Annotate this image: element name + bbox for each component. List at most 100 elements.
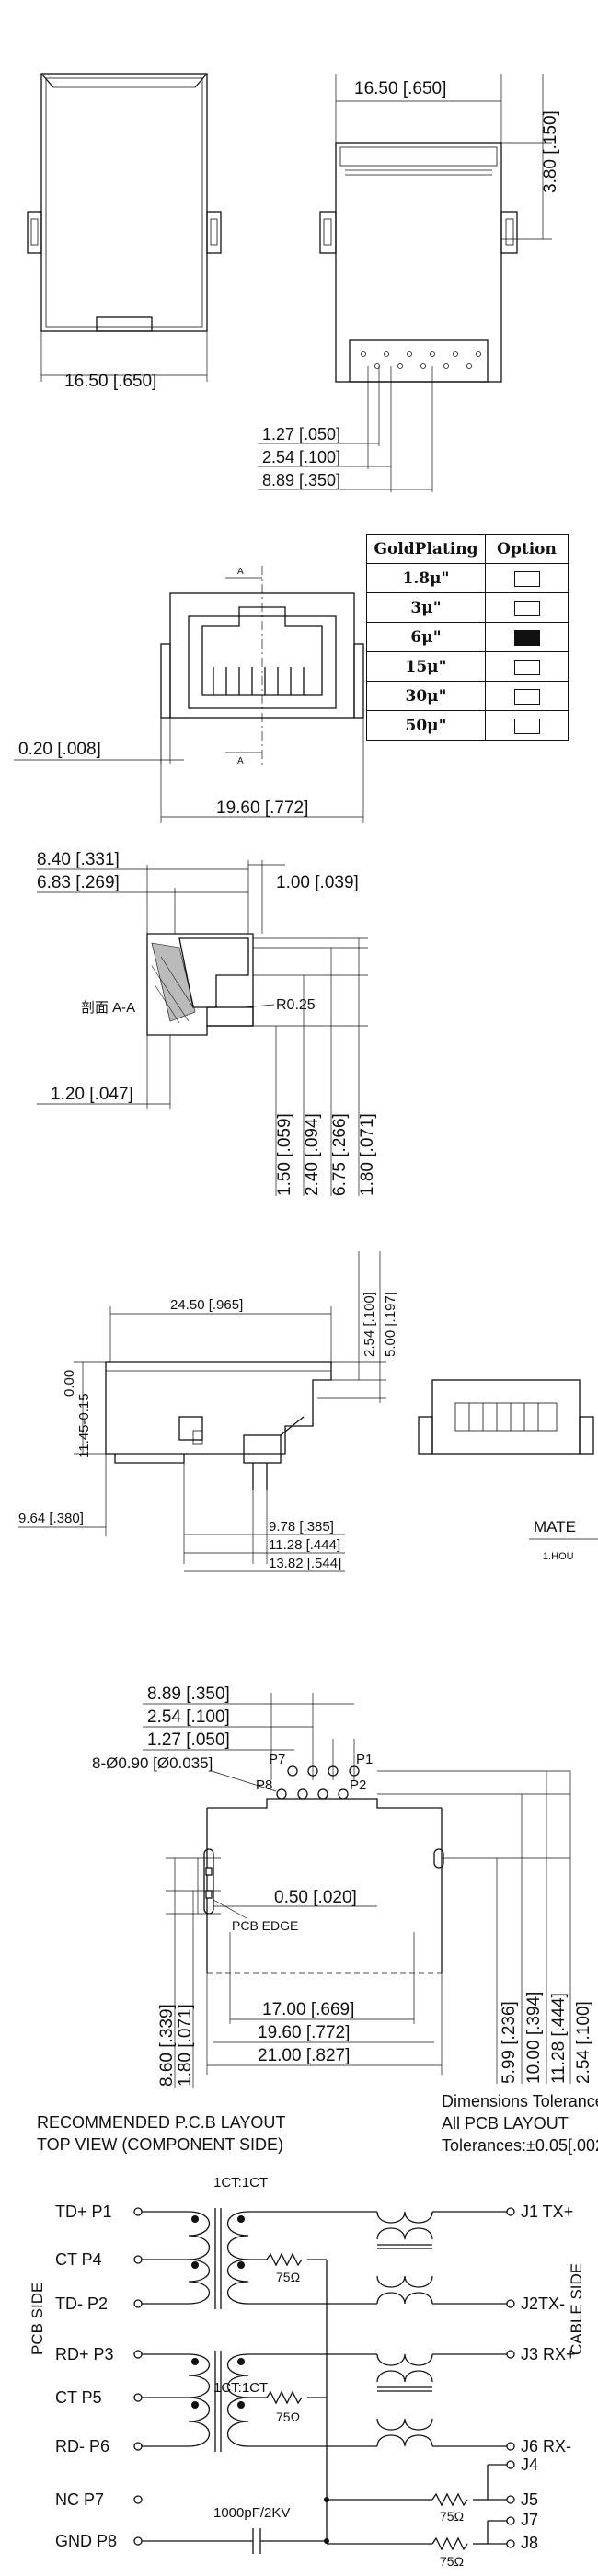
- section-v2: 2.40 [.094]: [303, 1113, 322, 1196]
- table-row: 15μ": [366, 651, 569, 682]
- right-pin-j4: J4: [521, 2455, 538, 2474]
- ratio-top: 1CT:1CT: [213, 2175, 268, 2191]
- pcb-holes: 8-Ø0.90 [Ø0.035]: [92, 1754, 213, 1772]
- table-row: 6μ": [366, 622, 569, 652]
- layout-title-1: RECOMMENDED P.C.B LAYOUT: [37, 2113, 285, 2132]
- plating-label: 15μ": [366, 651, 486, 682]
- tolerance-2: All PCB LAYOUT: [442, 2114, 569, 2133]
- side-top-view: 16.50 [.650] 3.80 [.150]: [258, 74, 560, 492]
- left-pin-ct-p4: CT P4: [55, 2250, 102, 2269]
- right-pin-j7: J7: [521, 2511, 538, 2529]
- right-pin-j2: J2TX-: [521, 2294, 565, 2313]
- plating-label: 3μ": [366, 592, 486, 623]
- pitch-2-54: 2.54 [.100]: [262, 448, 340, 466]
- resistor-j8: 75Ω: [440, 2554, 464, 2569]
- left-pin-ct-p5: CT P5: [55, 2388, 102, 2407]
- tolerance-3: Tolerances:±0.05[.002]: [442, 2136, 598, 2155]
- pcb-v-right-1: 5.99 [.236]: [500, 2001, 519, 2084]
- gold-plating-header: GoldPlating Option: [366, 534, 569, 564]
- section-step: 1.20 [.047]: [51, 1085, 133, 1104]
- section-v4: 1.80 [.071]: [358, 1113, 377, 1196]
- plating-option: [485, 710, 569, 741]
- section-label: 剖面 A-A: [81, 1000, 135, 1016]
- section-gap: 1.00 [.039]: [276, 873, 359, 892]
- section-width-a: 8.40 [.331]: [37, 850, 120, 869]
- plating-option: [485, 681, 569, 711]
- section-mark-bottom: A: [237, 756, 244, 766]
- plating-label: 1.8μ": [366, 563, 486, 593]
- left-pin-nc-p7: NC P7: [55, 2490, 104, 2509]
- profile-length: 24.50 [.965]: [170, 1297, 243, 1313]
- section-v1: 1.50 [.059]: [275, 1113, 294, 1196]
- schematic: PCB SIDE CABLE SIDE 1CT:1CT 1CT:1CT TD+ …: [29, 2175, 585, 2569]
- profile-h1: 2.54 [.100]: [362, 1292, 377, 1357]
- pcb-side-label: PCB SIDE: [29, 2283, 46, 2355]
- plating-option: [485, 651, 569, 682]
- layout-title-2: TOP VIEW (COMPONENT SIDE): [37, 2135, 283, 2154]
- pcb-h2: 19.60 [.772]: [258, 2023, 350, 2042]
- table-row: 3μ": [366, 592, 569, 623]
- side-top-pins: [361, 351, 481, 369]
- pcb-layout-view: 8.89 [.350] 2.54 [.100] 1.27 [.050] 8-Ø0…: [92, 1685, 593, 2088]
- profile-tol-a: 0.00: [62, 1370, 77, 1397]
- cable-side-label: CABLE SIDE: [568, 2263, 585, 2355]
- tolerance-1: Dimensions Tolerance:: [442, 2092, 598, 2110]
- gold-plating-header-option: Option: [485, 534, 569, 564]
- mate-title: MATE: [534, 1518, 576, 1535]
- table-row: 50μ": [366, 710, 569, 741]
- capacitor-label: 1000pF/2KV: [213, 2505, 290, 2521]
- pcb-top-dim-3: 1.27 [.050]: [147, 1731, 230, 1750]
- pcb-pin-p7: P7: [269, 1752, 285, 1767]
- left-pin-td-minus: TD- P2: [55, 2294, 108, 2313]
- section-mark-top: A: [237, 567, 244, 577]
- pcb-pin-p8: P8: [256, 1777, 272, 1793]
- terminations: 75Ω 75Ω 1000pF/2KV: [142, 2464, 507, 2569]
- left-pin-td-plus: TD+ P1: [55, 2202, 112, 2221]
- pcb-inner: 0.50 [.020]: [274, 1888, 357, 1907]
- mate-view: MATE 1.HOU: [418, 1379, 598, 1562]
- profile-h2: 5.00 [.197]: [383, 1292, 398, 1357]
- left-pin-rd-plus: RD+ P3: [55, 2345, 114, 2363]
- profile-d1: 9.78 [.385]: [269, 1519, 334, 1535]
- front-contacts: [213, 667, 305, 695]
- pitch-8-89: 8.89 [.350]: [262, 471, 340, 489]
- left-pin-rd-minus: RD- P6: [55, 2437, 109, 2455]
- transformer-bottom: 75Ω: [142, 2351, 507, 2452]
- option-checkbox[interactable]: [513, 718, 540, 734]
- option-checkbox-selected[interactable]: [513, 629, 540, 646]
- mate-sub: 1.HOU: [543, 1551, 574, 1562]
- plating-label: 6μ": [366, 622, 486, 652]
- section-view: 8.40 [.331] 6.83 [.269] 1.00 [.039] 剖面 A…: [37, 850, 377, 1196]
- option-checkbox[interactable]: [513, 659, 540, 675]
- resistor-middle: 75Ω: [276, 2409, 300, 2424]
- section-v3: 6.75 [.266]: [330, 1113, 350, 1196]
- plating-label: 50μ": [366, 710, 486, 741]
- pcb-top-dim-2: 2.54 [.100]: [147, 1708, 230, 1727]
- ratio-bottom: 1CT:1CT: [213, 2380, 268, 2396]
- option-checkbox[interactable]: [513, 600, 540, 616]
- right-pin-j1: J1 TX+: [521, 2202, 573, 2221]
- gold-plating-header-label: GoldPlating: [366, 534, 486, 564]
- front-top-view: 16.50 [.650]: [27, 73, 222, 391]
- option-checkbox[interactable]: [513, 688, 540, 705]
- right-pin-j5: J5: [521, 2490, 538, 2509]
- pitch-1-27: 1.27 [.050]: [262, 425, 340, 443]
- right-pin-j6: J6 RX-: [521, 2437, 571, 2455]
- plating-label: 30μ": [366, 681, 486, 711]
- side-top-width: 16.50 [.650]: [354, 79, 446, 98]
- pcb-v-left-a: 8.60 [.339]: [157, 2004, 177, 2087]
- resistor-j5: 75Ω: [440, 2509, 464, 2524]
- transformer-top: 75Ω: [142, 2208, 507, 2544]
- pcb-titles: RECOMMENDED P.C.B LAYOUT TOP VIEW (COMPO…: [37, 2092, 598, 2155]
- pcb-v-right-3: 11.28 [.444]: [549, 1993, 569, 2084]
- pcb-edge: PCB EDGE: [232, 1918, 298, 1933]
- front-offset: 0.20 [.008]: [18, 740, 101, 759]
- side-profile-view: 24.50 [.965] 2.54 [.100] 5.00 [.197] 0.0…: [18, 1251, 398, 1572]
- plating-option: [485, 622, 569, 652]
- pcb-v-right-2: 10.00 [.394]: [524, 1992, 544, 2084]
- right-pin-j3: J3 RX+: [521, 2345, 576, 2363]
- option-checkbox[interactable]: [513, 570, 540, 587]
- plating-option: [485, 592, 569, 623]
- pcb-h3: 21.00 [.827]: [258, 2046, 350, 2065]
